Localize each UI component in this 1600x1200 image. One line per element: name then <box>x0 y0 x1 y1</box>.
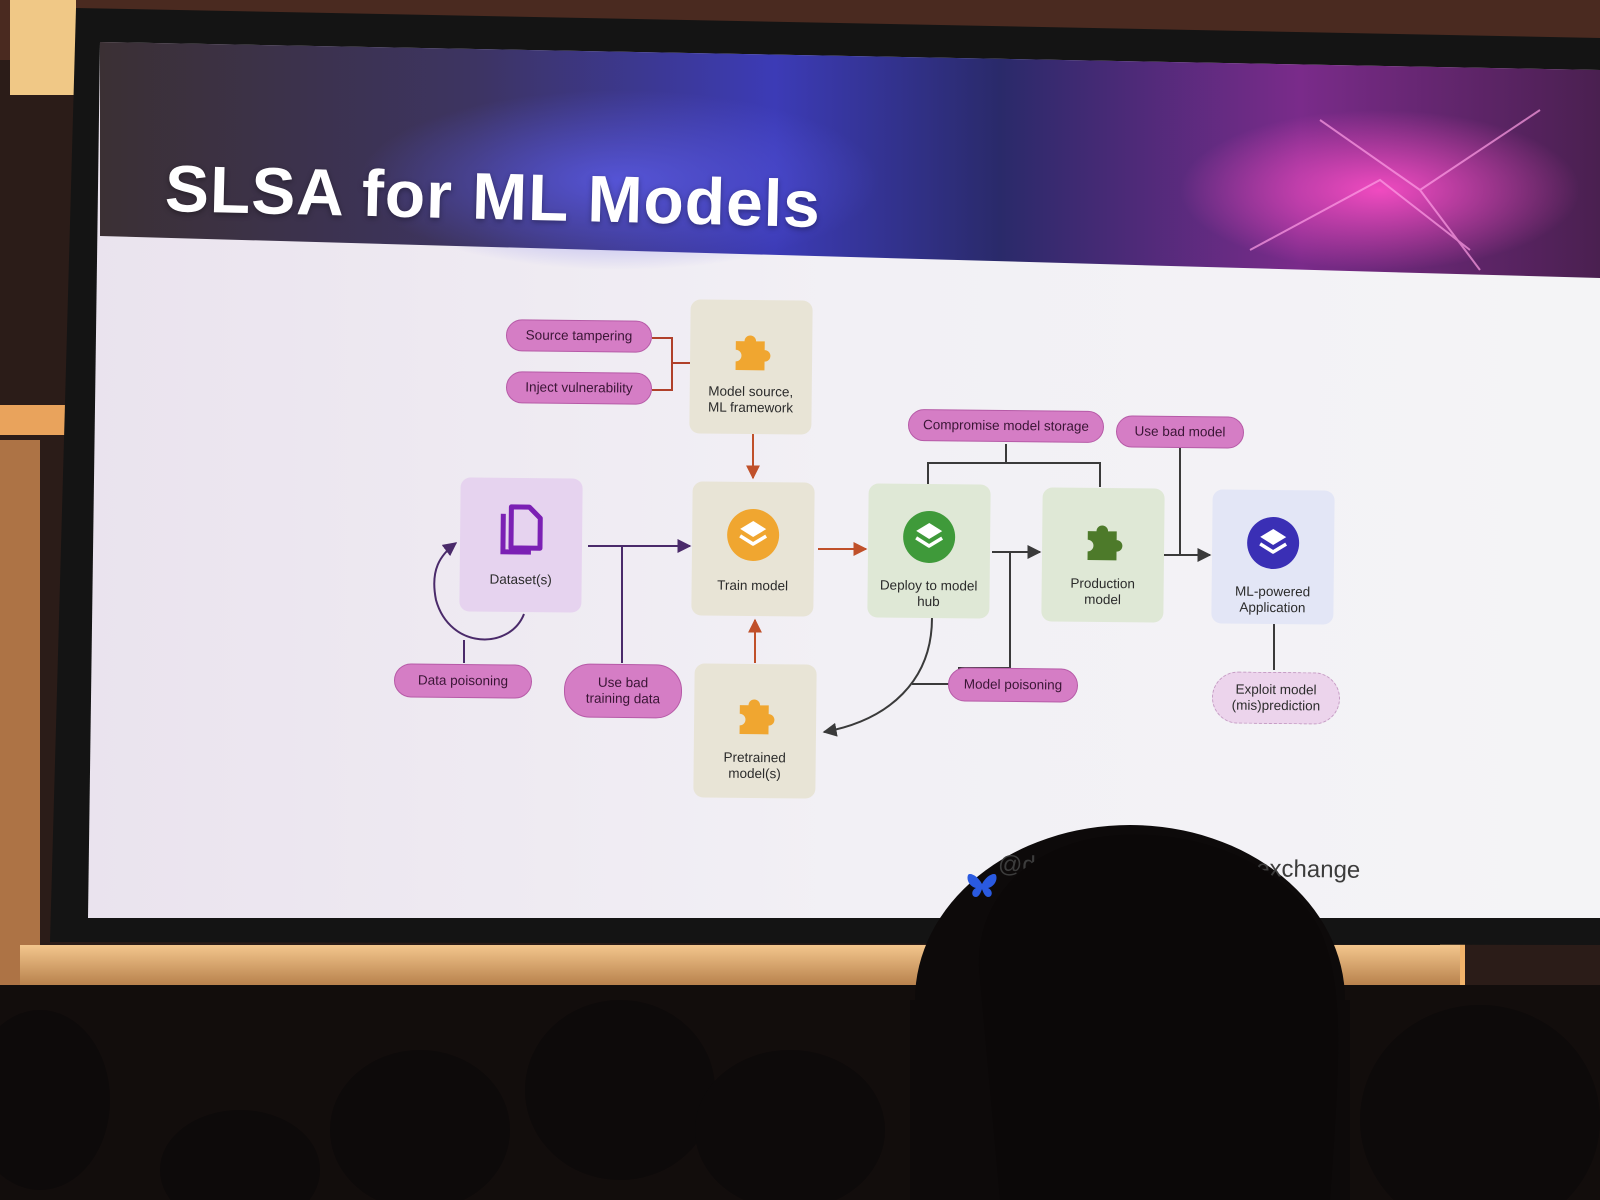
threat-use-bad-training-data: Use bad training data <box>563 663 683 719</box>
documents-icon <box>494 504 549 559</box>
puzzle-icon <box>724 322 779 377</box>
threat-source-tampering: Source tampering <box>505 319 653 353</box>
node-model-source: Model source, ML framework <box>689 299 813 435</box>
node-label: Model source, ML framework <box>707 383 794 416</box>
node-train-model: Train model <box>691 481 815 617</box>
node-label: Production model <box>1070 575 1136 608</box>
layers-icon <box>726 508 781 563</box>
node-datasets: Dataset(s) <box>459 477 583 613</box>
butterfly-icon <box>966 872 998 900</box>
threat-model-poisoning: Model poisoning <box>947 667 1079 703</box>
connector-compromise-storage <box>927 444 1101 487</box>
connector-source-bracket <box>652 337 673 391</box>
arrow-data-poisoning-loop <box>433 542 525 641</box>
node-label: Train model <box>717 577 789 594</box>
node-label: Pretrained model(s) <box>723 749 786 782</box>
node-label: ML-powered Application <box>1235 583 1311 616</box>
threat-use-bad-model: Use bad model <box>1115 415 1245 449</box>
threat-compromise-storage: Compromise model storage <box>907 408 1105 444</box>
layers-icon <box>1246 516 1301 571</box>
puzzle-icon <box>728 686 783 741</box>
node-pretrained: Pretrained model(s) <box>693 663 817 799</box>
layers-icon <box>902 510 957 565</box>
node-deploy-hub: Deploy to model hub <box>867 483 991 619</box>
threat-data-poisoning: Data poisoning <box>393 663 533 699</box>
node-label: Deploy to model hub <box>879 577 978 610</box>
threat-exploit-prediction: Exploit model (mis)prediction <box>1211 671 1341 725</box>
puzzle-icon <box>1076 512 1131 567</box>
node-ml-app: ML-powered Application <box>1211 489 1335 625</box>
footer-handle: @danielstanis@infosec.exchange <box>997 851 1361 884</box>
threat-inject-vulnerability: Inject vulnerability <box>505 371 653 405</box>
node-production-model: Production model <box>1041 487 1165 623</box>
arrow-hub-to-pretrained <box>822 617 933 737</box>
node-label: Dataset(s) <box>489 571 552 588</box>
